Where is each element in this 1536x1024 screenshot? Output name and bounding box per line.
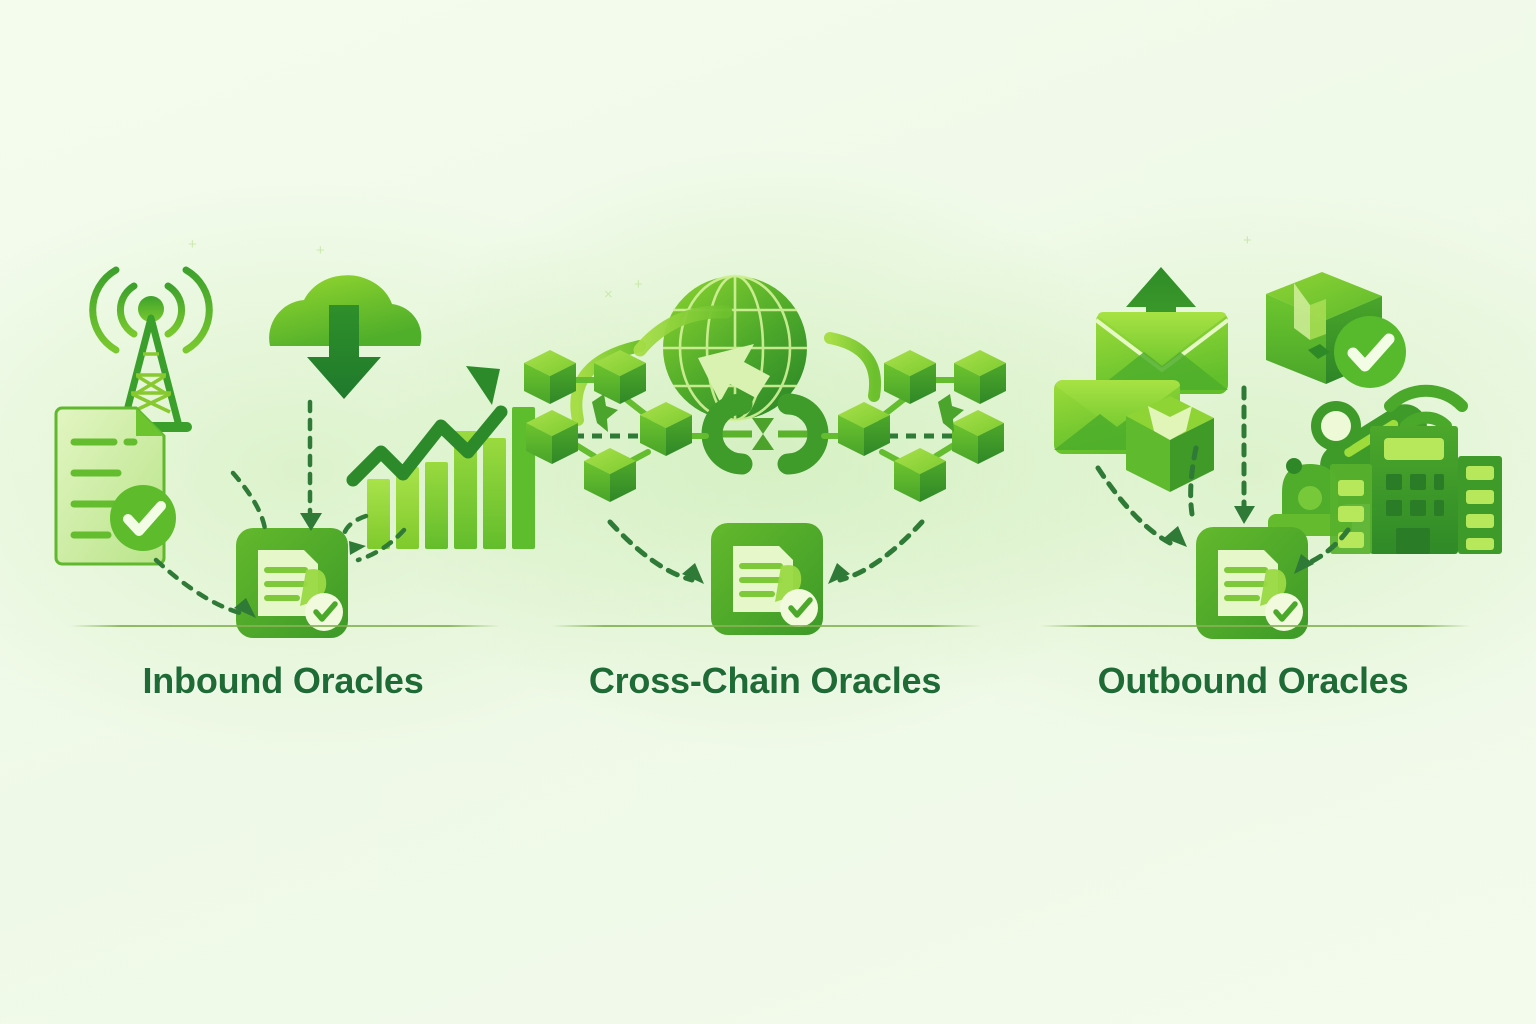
panel-caption-outbound: Outbound Oracles [1097,660,1409,701]
panel-cross-chain-oracles: Cross-Chain Oracles [524,230,1006,730]
panel-caption-inbound: Inbound Oracles [142,660,424,701]
flow-arrowheads [682,563,850,584]
panel-divider [1040,625,1470,627]
smart-contract-icon [236,528,348,638]
smart-contract-icon [711,523,823,635]
globe-network-icon [570,274,881,426]
inbound-scene [48,230,535,650]
panel-inbound-oracles: Inbound Oracles [48,230,535,730]
cross-chain-scene [524,230,1006,650]
outbound-scene [1018,230,1502,650]
flow-arrowheads [234,513,366,618]
blockchain-cubes-right-icon [821,350,1006,502]
document-verified-icon [54,406,176,566]
package-verified-icon [1266,272,1406,388]
factory-icon [1330,426,1502,554]
panel-caption-cross-chain: Cross-Chain Oracles [588,660,942,701]
flow-arrowheads [1164,506,1314,574]
panel-divider [70,625,500,627]
flow-arrows [607,519,925,583]
flow-arrows [1095,385,1351,567]
cloud-download-icon [269,275,422,399]
trend-arrow-icon [346,366,508,487]
blockchain-cubes-left-icon [524,350,709,502]
radio-tower-icon [89,266,213,432]
smart-contract-icon [1196,527,1308,639]
envelope-package-icon [1054,380,1214,492]
panel-divider [552,625,982,627]
panel-outbound-oracles: Outbound Oracles [1018,230,1502,730]
envelope-upload-icon [1094,267,1230,394]
chain-link-icon [701,393,829,475]
flow-arrows [153,399,407,617]
growth-chart-icon [346,366,535,549]
